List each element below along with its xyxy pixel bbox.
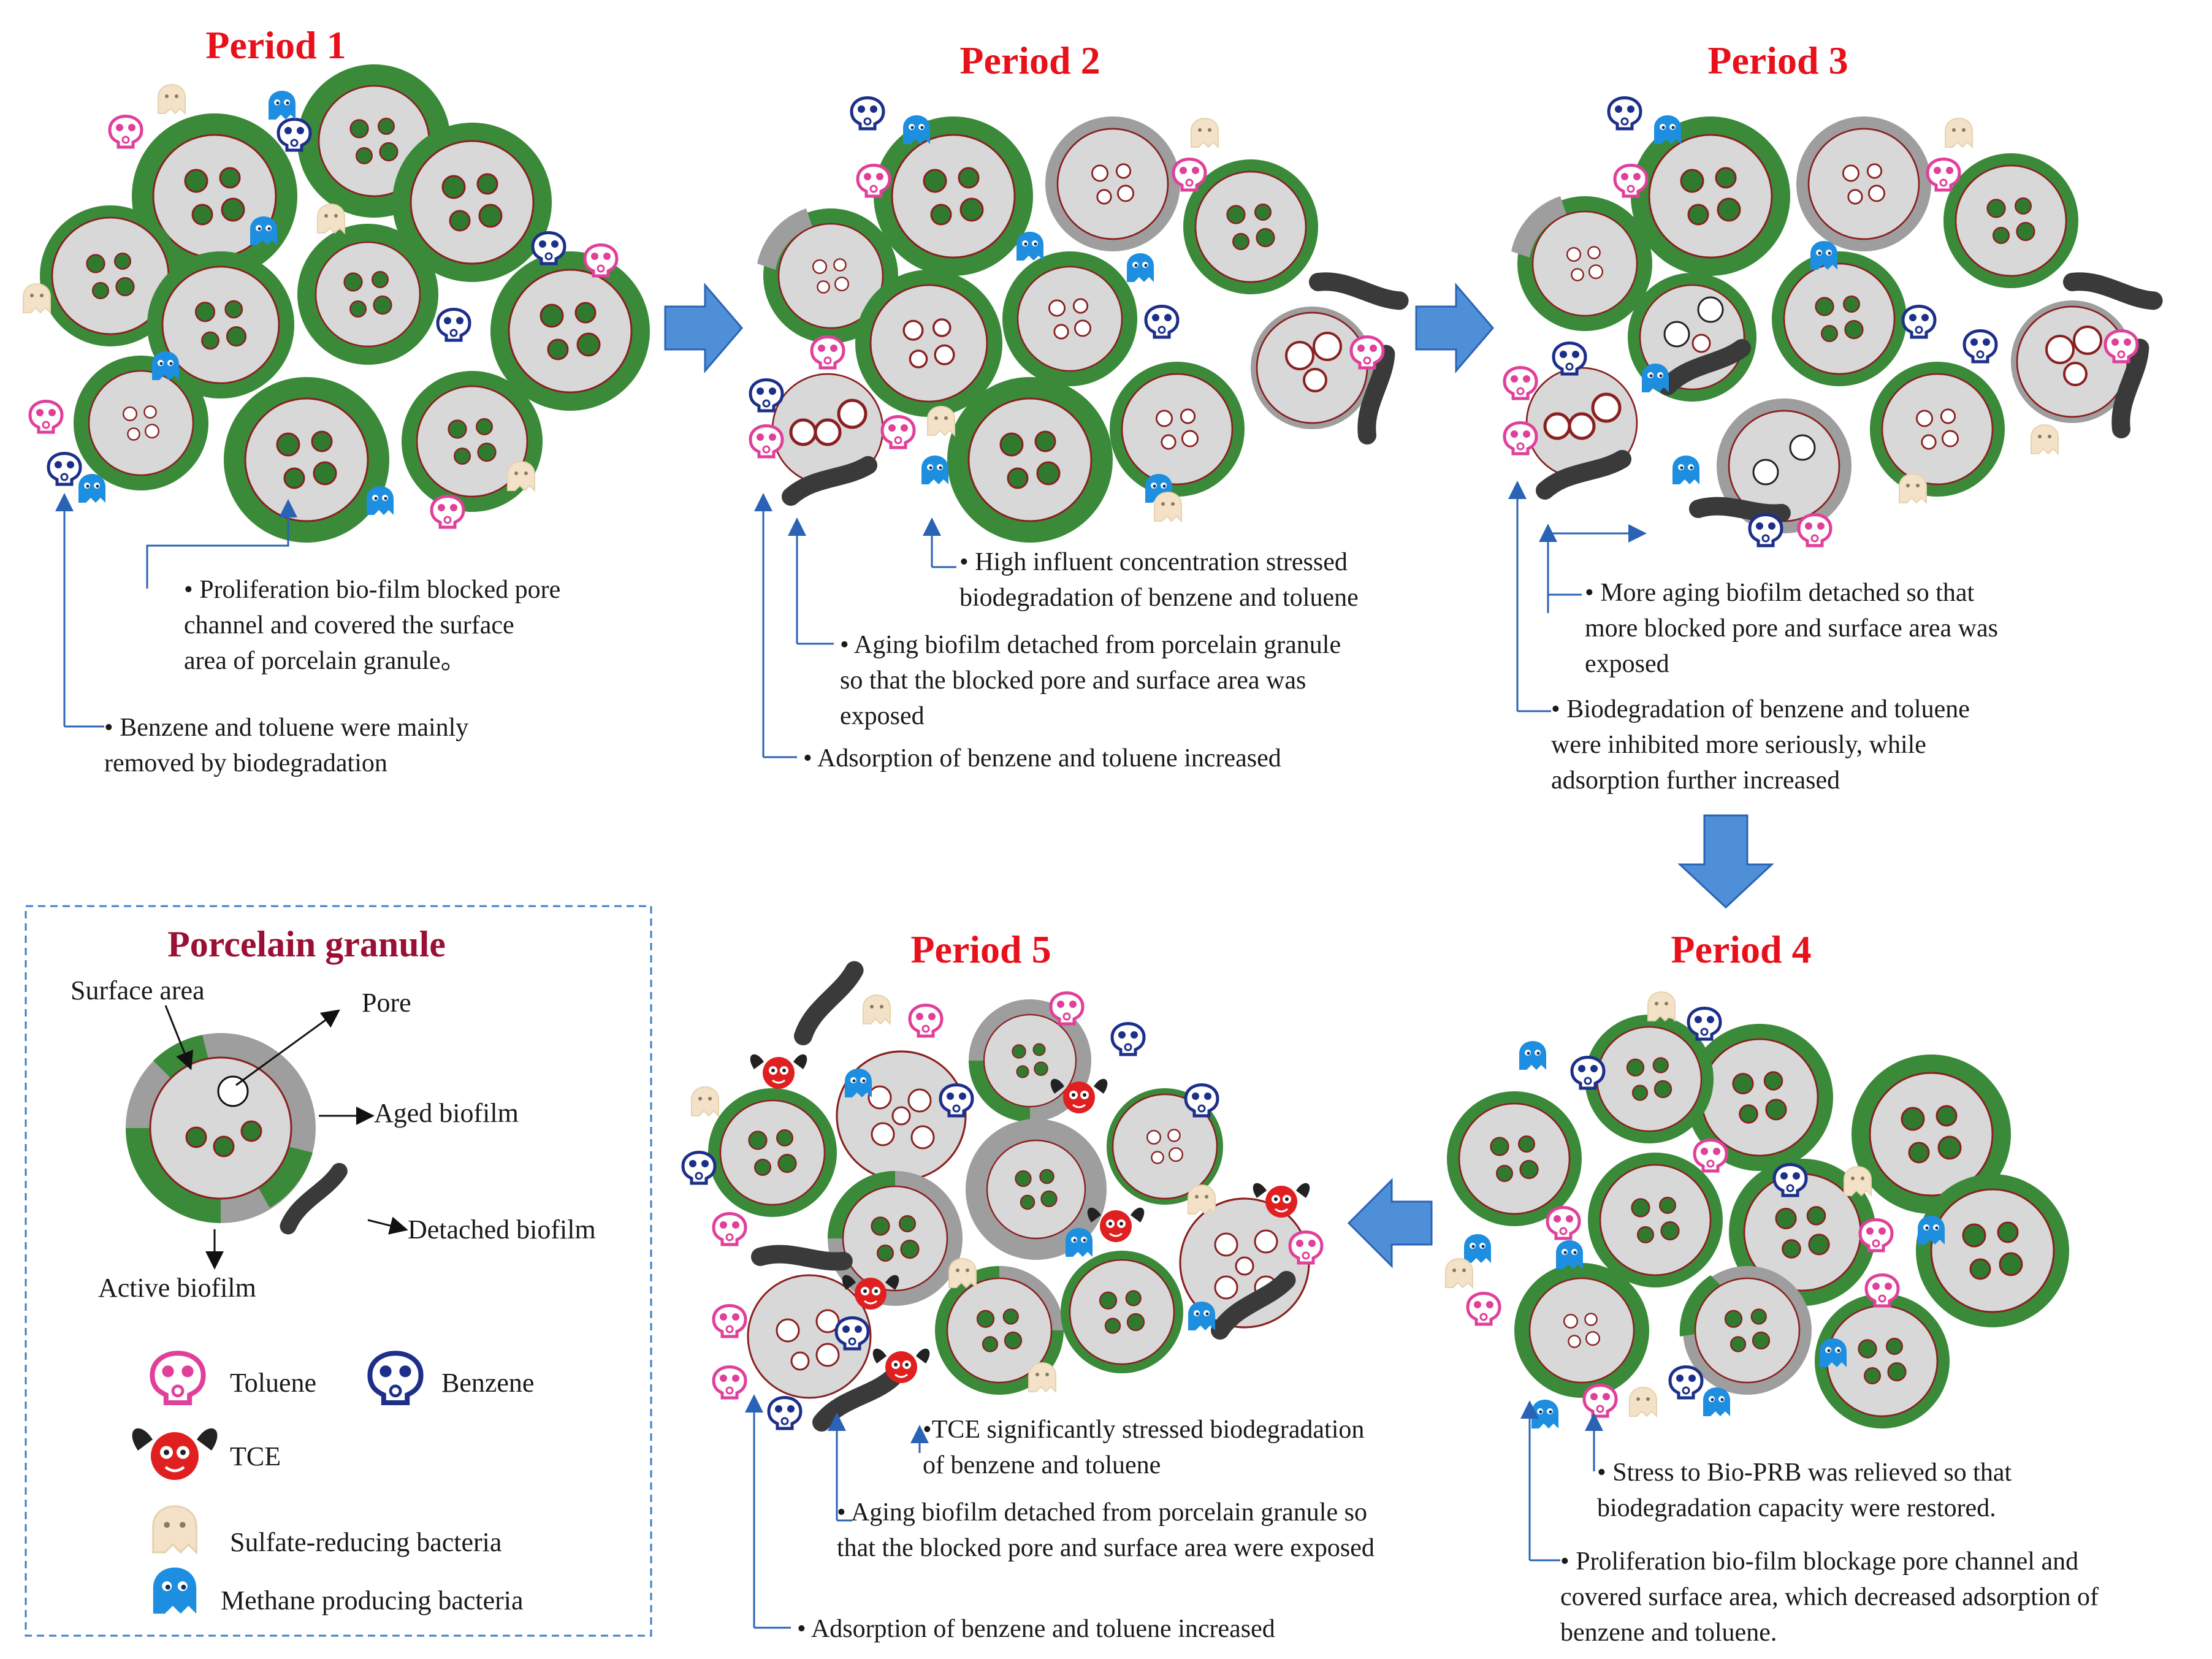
legend-mpb-icon <box>153 1567 197 1614</box>
note-p4-relieved: • Stress to Bio-PRB was relieved so that… <box>1597 1459 2012 1522</box>
arrow-p4-to-p5 <box>1347 1178 1433 1268</box>
period-5-title: Period 5 <box>910 928 1051 971</box>
legend-title: Porcelain granule <box>167 924 446 964</box>
legend-mpb: Methane producing bacteria <box>221 1585 524 1615</box>
period-5-cluster <box>683 971 1322 1428</box>
period-4-title: Period 4 <box>1671 928 1811 971</box>
note-p2-detached: • Aging biofilm detached from porcelain … <box>840 631 1341 730</box>
legend-srb: Sulfate-reducing bacteria <box>230 1527 502 1557</box>
leader-lines <box>55 481 1647 1629</box>
period-3-title: Period 3 <box>1707 39 1848 82</box>
arrow-p3-to-p4 <box>1677 814 1774 909</box>
legend-srb-icon <box>152 1505 197 1554</box>
legend-tce: TCE <box>230 1441 281 1471</box>
note-p4-proliferation: • Proliferation bio-film blockage pore c… <box>1560 1547 2099 1647</box>
legend-benzene: Benzene <box>441 1368 534 1398</box>
legend-surface-area: Surface area <box>71 975 205 1005</box>
flow-arrows <box>664 282 1774 1268</box>
legend-active-biofilm: Active biofilm <box>98 1273 256 1303</box>
legend-aged-biofilm: Aged biofilm <box>374 1098 519 1128</box>
period-4-cluster <box>1445 991 2069 1428</box>
legend-box: Porcelain granule Surface area Pore Aged… <box>25 905 652 1637</box>
note-p5-adsorption: • Adsorption of benzene and toluene incr… <box>797 1615 1275 1643</box>
legend-detached-biofilm: Detached biofilm <box>408 1215 596 1245</box>
note-p2-adsorption: • Adsorption of benzene and toluene incr… <box>803 744 1281 772</box>
arrow-p1-to-p2 <box>664 282 743 374</box>
period-1-cluster <box>23 64 650 543</box>
arrow-p2-to-p3 <box>1415 282 1494 374</box>
note-p5-tce: •TCE significantly stressed biodegradati… <box>923 1416 1364 1479</box>
period-2-cluster <box>750 98 1407 543</box>
period-3-cluster <box>1505 98 2161 546</box>
period-2-title: Period 2 <box>959 39 1100 82</box>
legend-toluene: Toluene <box>230 1368 316 1398</box>
note-p5-detached: • Aging biofilm detached from porcelain … <box>837 1498 1375 1562</box>
legend-granule <box>126 1033 316 1223</box>
period-1-title: Period 1 <box>205 23 346 67</box>
legend-pore: Pore <box>362 988 411 1018</box>
